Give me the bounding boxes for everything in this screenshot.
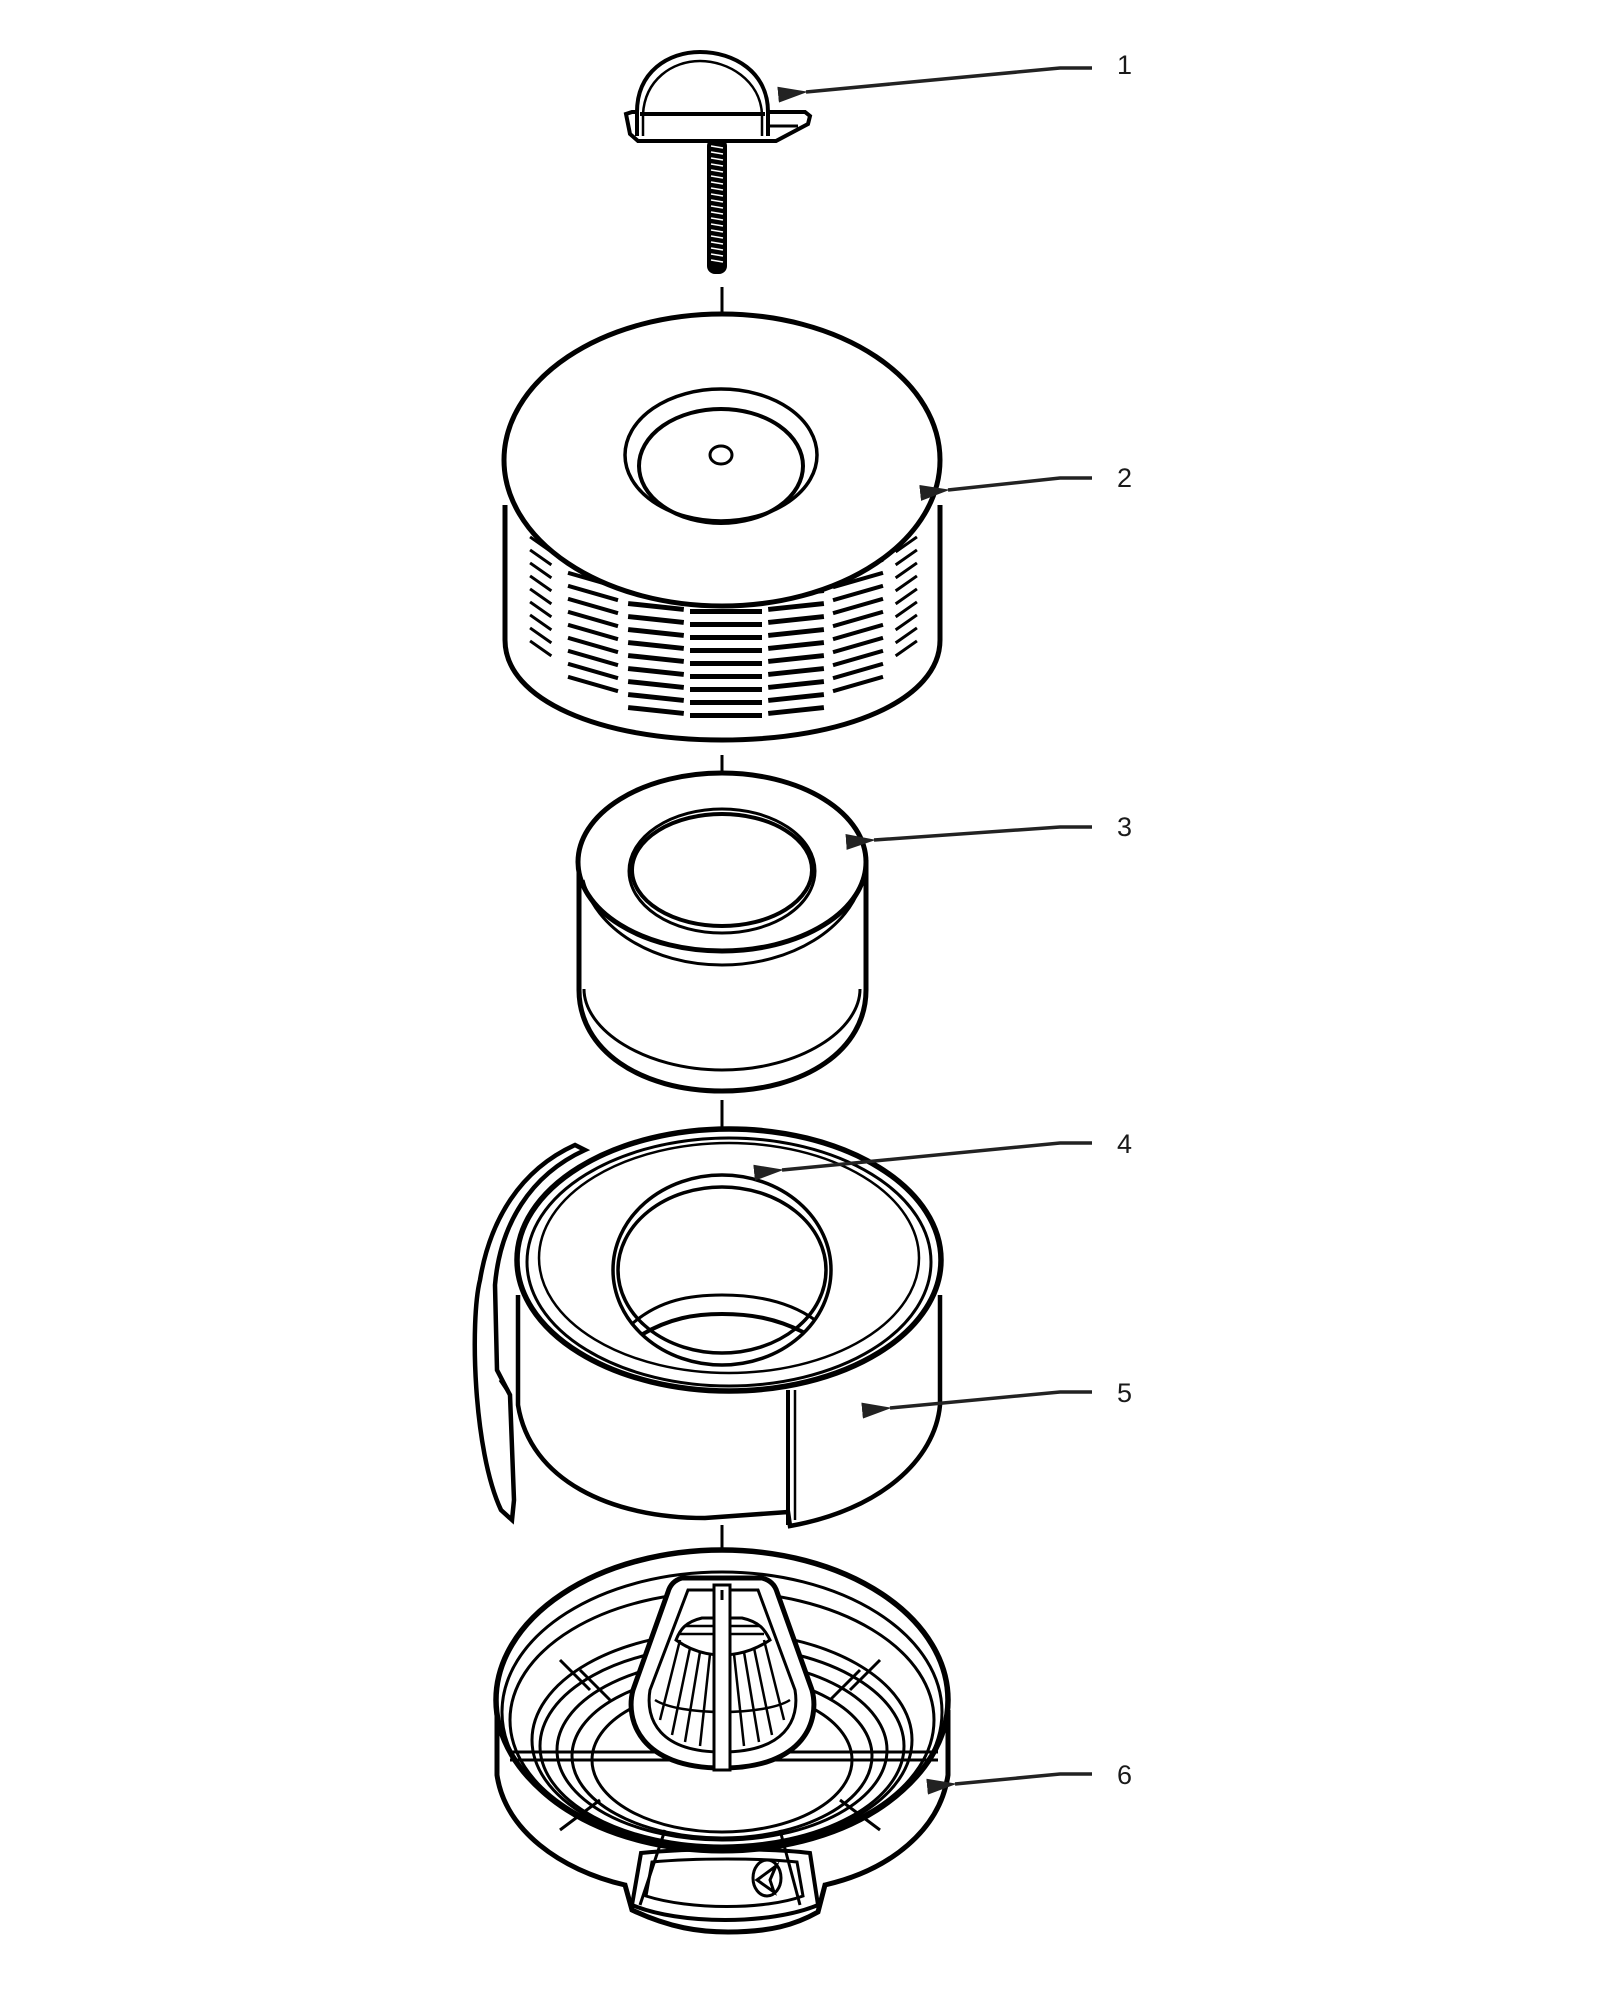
leader-4 (753, 1141, 1092, 1181)
callout-3: 3 (1117, 812, 1133, 842)
leader-lines (753, 66, 1092, 1795)
leader-5 (861, 1390, 1092, 1419)
callout-5: 5 (1117, 1378, 1133, 1408)
leader-3 (845, 825, 1092, 850)
leader-1 (777, 66, 1092, 103)
part-2-grille-cylinder (501, 311, 943, 743)
callout-4: 4 (1117, 1129, 1133, 1159)
callout-1: 1 (1117, 50, 1133, 80)
part-3-filter-cylinder (575, 770, 869, 1094)
part-6-base (493, 1547, 951, 1935)
part-1-knob (623, 49, 813, 274)
leader-2 (919, 476, 1092, 501)
part-5-filter-sleeve (472, 1126, 944, 1529)
callout-6: 6 (1117, 1760, 1133, 1790)
callout-2: 2 (1117, 463, 1133, 493)
leader-6 (926, 1772, 1092, 1795)
